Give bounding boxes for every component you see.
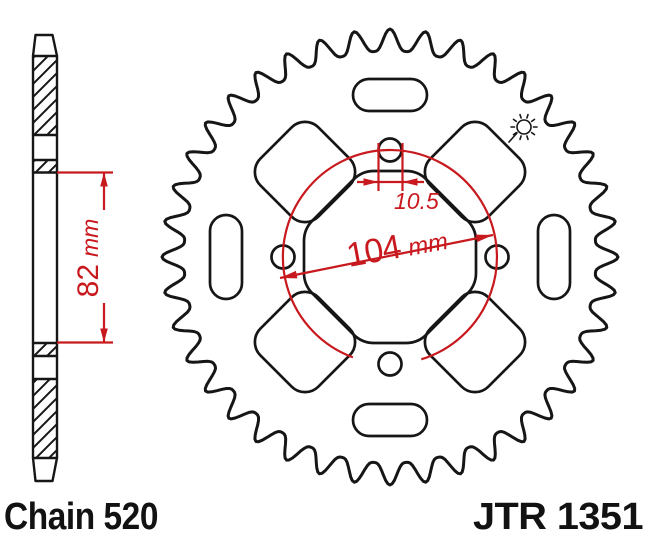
bolt-circle-104 <box>281 148 499 361</box>
dimension-arrowhead <box>363 178 379 186</box>
cross-section-hatch-bottom <box>34 379 56 458</box>
starburst-ray <box>512 131 518 136</box>
window-lower-left <box>253 290 357 394</box>
bolt-hole-bottom <box>377 351 403 377</box>
starburst-ray <box>512 118 518 123</box>
lightening-slots <box>208 77 572 438</box>
starburst-icon <box>508 113 538 143</box>
dimension-104mm-leader <box>279 233 494 280</box>
dimension-arrowhead <box>100 172 108 187</box>
cross-section-hatch-upper-small <box>34 160 56 172</box>
window-upper-right <box>423 120 527 224</box>
lightening-windows <box>253 120 527 394</box>
dimension-10-5-label: 10.5 <box>394 188 439 214</box>
slot-left <box>208 213 244 301</box>
slot-right <box>536 213 572 301</box>
dimension-82mm-label: 82mm <box>72 219 105 298</box>
window-lower-right <box>423 290 527 394</box>
side-view <box>31 33 59 483</box>
starburst-ray <box>530 131 536 136</box>
dimension-arrowhead <box>100 328 108 343</box>
part-number-label: JTR 1351 <box>473 496 643 538</box>
side-view-outline <box>31 33 59 483</box>
cross-section-hatch-top <box>34 56 56 135</box>
dimension-82mm <box>57 171 113 344</box>
dimension-arrowhead <box>402 178 418 186</box>
dimension-arrowheads <box>100 172 493 343</box>
sprocket-front-view <box>160 27 620 487</box>
slot-bottom <box>351 402 429 438</box>
dimension-arrowhead <box>280 270 298 279</box>
chain-size-label: Chain 520 <box>4 496 158 538</box>
starburst-ray <box>526 135 529 141</box>
slot-top <box>351 77 429 113</box>
starburst-ray <box>519 135 522 141</box>
side-view-section-lines <box>31 54 59 460</box>
window-upper-left <box>253 120 357 224</box>
sprocket-teeth-outline <box>160 27 620 487</box>
starburst-ray <box>519 113 522 119</box>
cross-section-hatch-lower-small <box>34 343 56 356</box>
starburst-ray <box>526 113 529 119</box>
starburst-ray <box>530 118 536 123</box>
dimension-arrowhead <box>475 234 493 243</box>
